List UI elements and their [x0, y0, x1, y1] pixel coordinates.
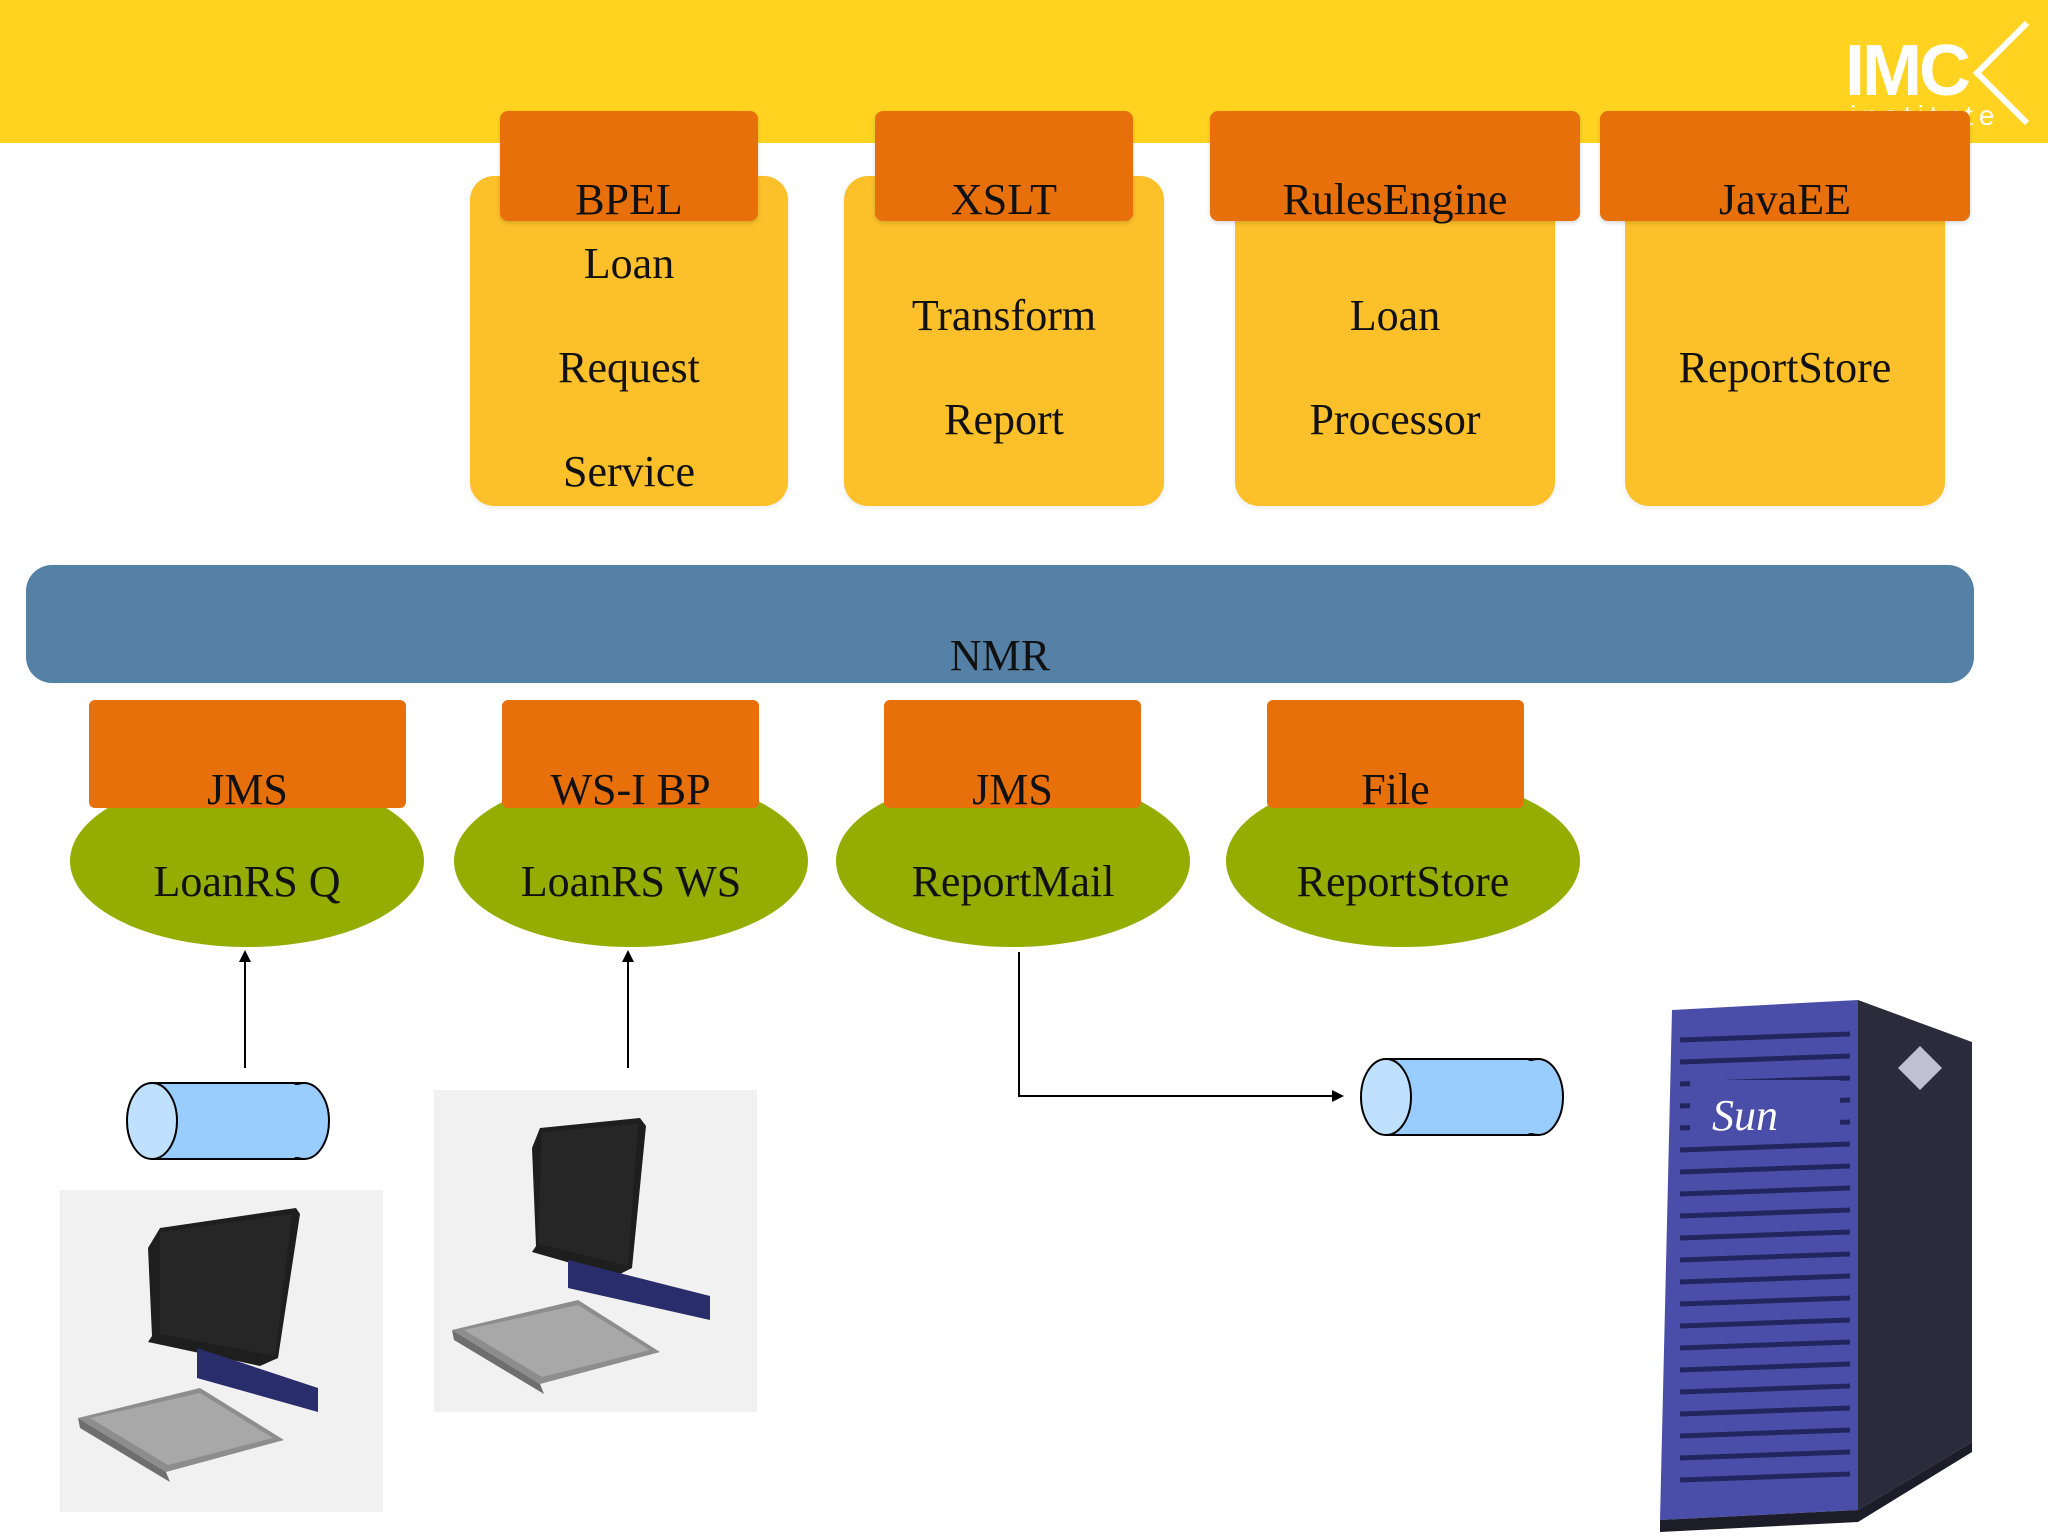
- service-tab-label: RulesEngine: [1282, 175, 1508, 224]
- binding-tab-label: JMS: [972, 765, 1053, 814]
- binding-tab-label: JMS: [207, 765, 288, 814]
- logo-text: IMC: [1845, 31, 1971, 111]
- nmr-bus: [26, 565, 1974, 683]
- binding-label: ReportStore: [1296, 857, 1510, 906]
- desktop-computer-left-image: [60, 1190, 383, 1512]
- arrow-from-reportmail: [1018, 952, 1344, 1102]
- logo-chevron-icon: [1972, 20, 2030, 126]
- service-line: Request: [558, 343, 700, 392]
- queue-cylinder-right: [1360, 1058, 1564, 1136]
- service-line: Transform: [911, 291, 1097, 340]
- binding-label: LoanRS WS: [520, 857, 742, 906]
- service-line: Service: [563, 447, 695, 496]
- service-line: ReportStore: [1678, 343, 1892, 392]
- service-line: Loan: [1349, 291, 1441, 340]
- service-tab-rulesengine: [1210, 111, 1580, 221]
- binding-tab-label: File: [1361, 765, 1430, 814]
- service-line: Report: [944, 395, 1064, 444]
- service-tab-javaee: [1600, 111, 1970, 221]
- service-tab-label: JavaEE: [1719, 175, 1851, 224]
- service-box-xslt: [844, 176, 1164, 506]
- service-tab-label: XSLT: [951, 175, 1057, 224]
- sun-server-image: Sun: [1660, 1000, 1972, 1532]
- service-tab-xslt: [875, 111, 1133, 221]
- queue-cylinder-left: [126, 1082, 330, 1160]
- service-line: Loan: [583, 239, 675, 288]
- binding-tab-wsibp: [502, 700, 759, 808]
- binding-label: ReportMail: [911, 857, 1115, 906]
- nmr-label: NMR: [949, 631, 1051, 680]
- binding-tab-jms: [89, 700, 406, 808]
- service-box-bpel: [470, 176, 788, 506]
- binding-label: LoanRS Q: [153, 857, 341, 906]
- service-line: Processor: [1309, 395, 1481, 444]
- service-box-javaee: [1625, 176, 1945, 506]
- binding-tab-label: WS-I BP: [550, 765, 711, 814]
- desktop-computer-right-image: [434, 1090, 757, 1412]
- server-brand-label: Sun: [1712, 1091, 1778, 1140]
- binding-tab-file: [1267, 700, 1524, 808]
- service-tab-label: BPEL: [575, 175, 683, 224]
- binding-tab-jms: [884, 700, 1141, 808]
- service-box-rulesengine: [1235, 176, 1555, 506]
- service-tab-bpel: [500, 111, 758, 221]
